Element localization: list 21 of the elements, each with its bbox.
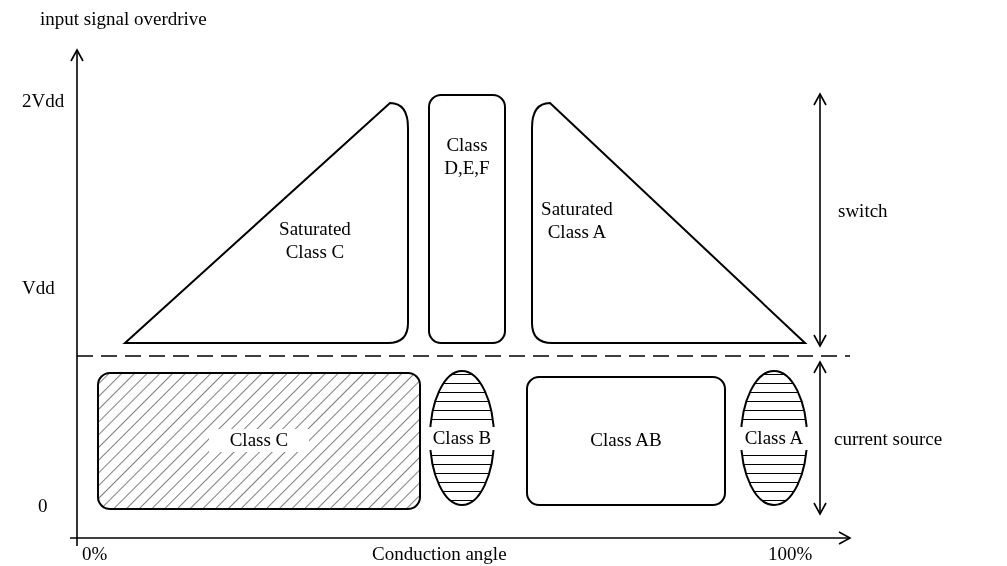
tick-label: 0% [82,543,108,565]
hatched-ellipse-region [740,370,808,506]
region-label: Class B [429,427,495,450]
region-label: Saturated Class A [540,198,614,244]
region-label: switch [838,200,888,222]
tick-label: 2Vdd [22,90,65,112]
axis-title: input signal overdrive [40,8,207,30]
region-label: Saturated Class C [278,218,352,264]
region-label: current source [834,428,943,450]
rounded-rectangle-region [428,94,506,344]
region-label: Class A [740,427,808,450]
tick-label: 100% [768,543,813,565]
region-label: Class D,E,F [443,134,491,180]
region-label: Class C [209,429,309,452]
region-label: Class AB [589,429,663,452]
hatched-ellipse-region [429,370,495,506]
rounded-rectangle-region [526,376,726,506]
tick-label: 0 [38,495,48,517]
tick-label: Vdd [22,277,55,299]
axis-title: Conduction angle [372,543,507,565]
hatched-rectangle-region [97,372,421,510]
